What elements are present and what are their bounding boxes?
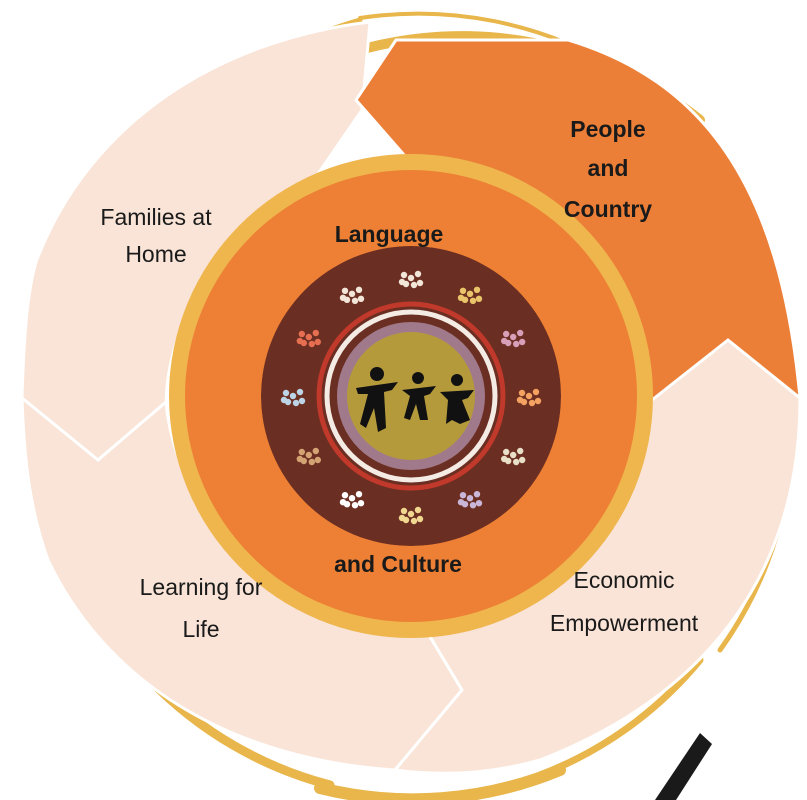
aboriginal-painting: [261, 246, 561, 546]
label-people-and-country: People and Country: [564, 116, 652, 222]
painting-dot: [355, 490, 363, 498]
painting-dot: [305, 451, 313, 459]
painting-dot: [308, 458, 316, 466]
painting-dot: [459, 491, 467, 499]
painting-dot: [398, 514, 406, 522]
painting-dot: [518, 389, 526, 397]
painting-dot: [305, 333, 313, 341]
economic-line-2: Empowerment: [550, 610, 699, 636]
painting-dot: [416, 515, 424, 523]
painting-dot: [289, 392, 297, 400]
painting-dot: [516, 396, 524, 404]
painting-dot: [457, 498, 465, 506]
painting-dot: [292, 399, 300, 407]
painting-dot: [518, 338, 526, 346]
painting-dot: [312, 329, 320, 337]
center-bottom-label: and Culture: [334, 551, 462, 577]
painting-dot: [532, 388, 540, 396]
people-line-2: and: [588, 155, 629, 181]
families-line-1: Families at: [100, 204, 212, 230]
painting-dot: [525, 392, 533, 400]
painting-dot: [341, 287, 349, 295]
economic-line-1: Economic: [574, 567, 675, 593]
painting-dot: [516, 329, 524, 337]
painting-dot: [512, 340, 520, 348]
painting-dot: [341, 491, 349, 499]
painting-dot: [351, 501, 359, 509]
painting-dot: [407, 274, 415, 282]
painting-dot: [348, 494, 356, 502]
painting-dot: [407, 510, 415, 518]
painting-dot: [351, 297, 359, 305]
painting-dot: [282, 389, 290, 397]
painting-dot: [410, 281, 418, 289]
painting-dot: [357, 295, 365, 303]
dancing-figures-icon: [356, 367, 474, 432]
painting-dot: [298, 448, 306, 456]
painting-dot: [500, 455, 508, 463]
painting-dot: [314, 456, 322, 464]
painting-dot: [339, 498, 347, 506]
painting-dot: [459, 287, 467, 295]
painting-dot: [308, 340, 316, 348]
painting-dot: [416, 279, 424, 287]
families-line-2: Home: [125, 241, 186, 267]
painting-dot: [314, 338, 322, 346]
painting-dot: [466, 494, 474, 502]
learning-line-1: Learning for: [140, 574, 263, 600]
painting-dot: [312, 447, 320, 455]
painting-dot: [509, 333, 517, 341]
painting-dot: [469, 297, 477, 305]
painting-dot: [502, 448, 510, 456]
people-line-3: Country: [564, 196, 652, 222]
painting-dot: [473, 286, 481, 294]
painting-dot: [296, 388, 304, 396]
painting-dot: [339, 294, 347, 302]
painting-dot: [528, 399, 536, 407]
painting-dot: [534, 397, 542, 405]
painting-dot: [466, 290, 474, 298]
painting-dot: [296, 337, 304, 345]
painting-dot: [298, 330, 306, 338]
painting-dot: [355, 286, 363, 294]
label-economic-empowerment: Economic Empowerment: [550, 567, 699, 636]
painting-dot: [473, 490, 481, 498]
learning-line-2: Life: [182, 616, 219, 642]
brush-mark: [655, 733, 712, 800]
center-top-label: Language: [335, 221, 444, 247]
painting-dot: [516, 447, 524, 455]
painting-dot: [357, 499, 365, 507]
painting-dot: [296, 455, 304, 463]
painting-dot: [298, 397, 306, 405]
painting-dot: [502, 330, 510, 338]
painting-dot: [509, 451, 517, 459]
painting-dot: [469, 501, 477, 509]
people-line-1: People: [570, 116, 645, 142]
painting-dot: [500, 337, 508, 345]
painting-dot: [457, 294, 465, 302]
painting-dot: [280, 396, 288, 404]
painting-dot: [410, 517, 418, 525]
painting-dot: [475, 499, 483, 507]
painting-dot: [414, 506, 422, 514]
painting-dot: [398, 278, 406, 286]
label-families-at-home: Families at Home: [100, 204, 212, 267]
painting-dot: [512, 458, 520, 466]
painting-dot: [400, 507, 408, 515]
painting-dot: [348, 290, 356, 298]
painting-dot: [400, 271, 408, 279]
painting-dot: [414, 270, 422, 278]
painting-dot: [518, 456, 526, 464]
label-learning-for-life: Learning for Life: [140, 574, 263, 642]
painting-dot: [475, 295, 483, 303]
